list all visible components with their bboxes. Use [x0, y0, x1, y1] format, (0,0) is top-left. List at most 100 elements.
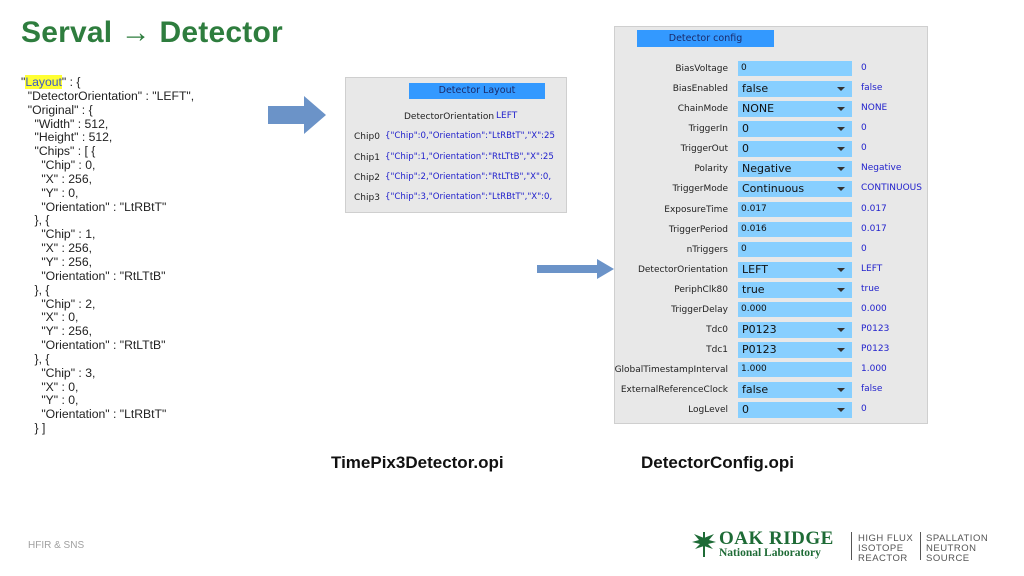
detector-layout-title: Detector Layout: [409, 83, 545, 99]
config-input-value: 0: [742, 142, 749, 156]
config-input[interactable]: 0.017: [738, 201, 852, 217]
config-input[interactable]: 0: [738, 61, 852, 76]
config-label: nTriggers: [686, 244, 728, 255]
detector-config-title: Detector config: [637, 30, 774, 47]
code-line: "Orientation" : "RtLTtB": [21, 268, 166, 283]
config-input[interactable]: 0: [738, 241, 852, 257]
config-combo[interactable]: P0123: [738, 342, 852, 359]
arrow-right-icon: [268, 96, 326, 134]
config-combo[interactable]: true: [738, 281, 852, 298]
config-combo[interactable]: false: [738, 382, 852, 399]
config-label: ExposureTime: [664, 204, 728, 215]
chip-label: Chip2: [354, 173, 380, 183]
logo-divider: [920, 532, 921, 560]
config-readback: P0123: [861, 324, 890, 335]
config-input-value: 0: [741, 243, 747, 254]
dropdown-arrow-icon: [837, 348, 845, 353]
config-label: TriggerIn: [688, 124, 728, 135]
logo-divider: [851, 532, 852, 560]
config-input-value: 0: [742, 403, 749, 417]
config-combo[interactable]: 0: [738, 141, 852, 158]
config-input-value: Continuous: [742, 182, 805, 196]
config-label: Polarity: [694, 164, 728, 175]
logo-text-line: NEUTRON: [926, 543, 977, 554]
config-readback: 0.017: [861, 223, 887, 234]
code-line: "X" : 0,: [21, 379, 79, 394]
config-readback: 0: [861, 143, 867, 154]
config-label: BiasVoltage: [675, 64, 728, 74]
chip-label: Chip0: [354, 132, 380, 142]
code-line: "X" : 256,: [21, 241, 92, 256]
config-input-value: 0.016: [741, 223, 767, 234]
code-line: "Y" : 256,: [21, 324, 92, 339]
config-input[interactable]: 1.000: [738, 362, 852, 378]
config-label: BiasEnabled: [672, 84, 728, 95]
chip-label: Chip3: [354, 193, 380, 203]
dropdown-arrow-icon: [837, 187, 845, 192]
config-label: TriggerMode: [672, 184, 728, 195]
config-label: PeriphClk80: [674, 284, 728, 295]
dropdown-arrow-icon: [837, 87, 845, 92]
code-line: "Orientation" : "LtRBtT": [21, 199, 167, 214]
caption-timepix3detector: TimePix3Detector.opi: [331, 453, 504, 472]
chip-label: Chip1: [354, 153, 380, 163]
code-line: "X" : 256,: [21, 171, 92, 186]
logo-oak-ridge: OAK RIDGE: [719, 528, 834, 549]
config-readback: 0.017: [861, 203, 887, 214]
leaf-logo-icon: [692, 532, 716, 557]
config-combo[interactable]: false: [738, 81, 852, 98]
footer-text: HFIR & SNS: [28, 540, 85, 551]
config-readback: false: [861, 384, 883, 395]
config-label: TriggerOut: [680, 144, 728, 155]
config-input-value: P0123: [742, 343, 777, 357]
code-line-0-rest: " : {: [61, 75, 81, 89]
config-combo[interactable]: P0123: [738, 322, 852, 339]
config-readback: 0: [861, 243, 867, 254]
config-readback: 0: [861, 63, 867, 73]
config-readback: 0: [861, 123, 867, 134]
logo-sns: SPALLATION NEUTRON SOURCE: [926, 534, 988, 564]
config-readback: true: [861, 283, 880, 294]
dropdown-arrow-icon: [837, 147, 845, 152]
config-input-value: Negative: [742, 162, 792, 176]
config-readback: 0: [861, 404, 867, 415]
code-quote: ": [21, 75, 26, 89]
config-input[interactable]: 0.016: [738, 221, 852, 237]
config-label: TriggerPeriod: [668, 224, 728, 235]
code-line: "DetectorOrientation" : "LEFT",: [21, 88, 195, 103]
config-input-value: false: [742, 82, 769, 96]
config-input-value: 0.017: [741, 203, 767, 214]
config-combo[interactable]: Negative: [738, 161, 852, 178]
config-input-value: 0.000: [741, 303, 767, 314]
config-label: ChainMode: [677, 104, 728, 115]
config-readback: Negative: [861, 163, 902, 174]
code-line: "Orientation" : "RtLTtB": [21, 338, 166, 353]
config-combo[interactable]: NONE: [738, 101, 852, 118]
config-readback: 1.000: [861, 364, 887, 375]
code-line: "Y" : 0,: [21, 393, 79, 408]
code-line: }, {: [21, 282, 50, 297]
code-line: "Chip" : 0,: [21, 158, 96, 173]
code-line: "Chip" : 1,: [21, 227, 96, 242]
config-combo[interactable]: LEFT: [738, 261, 852, 278]
code-line: "Width" : 512,: [21, 116, 109, 131]
logo-hfir: HIGH FLUX ISOTOPE REACTOR: [858, 534, 913, 564]
code-line: }, {: [21, 213, 50, 228]
config-combo[interactable]: Continuous: [738, 181, 852, 198]
code-highlight-layout: Layout: [25, 75, 62, 89]
detector-orientation-value: LEFT: [496, 111, 518, 121]
config-combo[interactable]: 0: [738, 121, 852, 138]
chip-value: {"Chip":2,"Orientation":"RtLTtB","X":0,: [385, 172, 552, 182]
config-label: LogLevel: [688, 405, 728, 416]
slide-title: Serval → Detector: [21, 16, 283, 49]
detector-layout-panel: Detector Layout DetectorOrientation LEFT…: [345, 77, 567, 213]
dropdown-arrow-icon: [837, 167, 845, 172]
code-line: "Chip" : 3,: [21, 365, 96, 380]
config-label: ExternalReferenceClock: [620, 385, 728, 396]
config-label: TriggerDelay: [671, 304, 728, 315]
caption-detectorconfig: DetectorConfig.opi: [641, 453, 794, 472]
config-input[interactable]: 0.000: [738, 301, 852, 317]
logo-text-line: SPALLATION: [926, 533, 989, 544]
chip-value: {"Chip":3,"Orientation":"LtRBtT","X":0,: [385, 192, 553, 202]
config-combo[interactable]: 0: [738, 402, 852, 419]
